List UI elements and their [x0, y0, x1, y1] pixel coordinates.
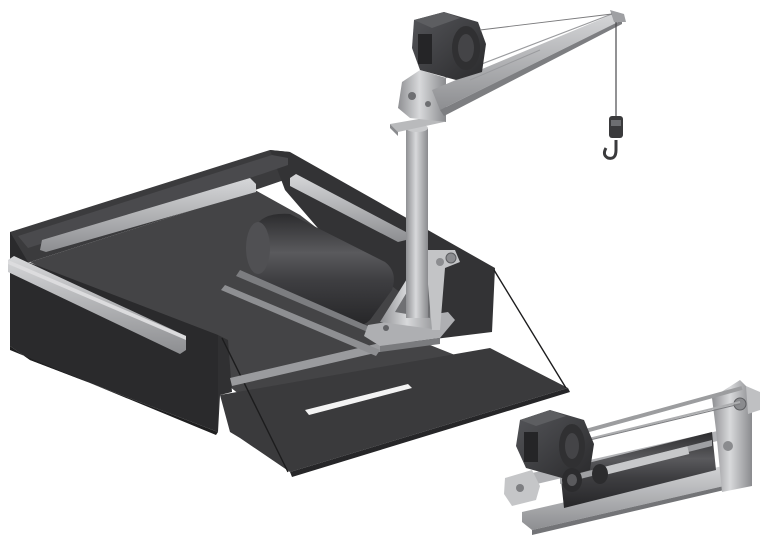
- ramp-cable-left: [221, 337, 289, 473]
- tray-back-rim: [18, 155, 288, 248]
- tray-ramp: [220, 348, 568, 472]
- folded-winch: [516, 410, 594, 478]
- tray-floor-rail-3: [236, 270, 395, 342]
- folded-spool: [562, 464, 608, 492]
- crane-base-bracket: [425, 250, 460, 330]
- folded-base-rail: [522, 462, 750, 530]
- crane-boom-tip: [610, 10, 626, 22]
- crane-mast: [406, 128, 428, 318]
- tray-inner-wall: [218, 335, 232, 432]
- hook-icon: [602, 116, 623, 160]
- mounted-crane: [364, 10, 626, 352]
- tray-front-face: [10, 346, 218, 435]
- crane-winch: [412, 12, 486, 80]
- tray-rail-back: [40, 178, 256, 252]
- ramp-slot: [305, 384, 412, 415]
- tray-ramp-edge: [290, 388, 570, 477]
- tray-hump: [246, 213, 394, 326]
- tray-rail-right: [290, 174, 406, 242]
- folded-crane: [504, 380, 760, 535]
- storage-tray: [8, 150, 570, 477]
- ramp-cable-right: [493, 269, 567, 389]
- tray-floor: [30, 190, 480, 395]
- crane-boom: [432, 12, 622, 110]
- crane-pivot-bracket: [398, 70, 446, 122]
- tray-floor-rail-2: [221, 285, 380, 356]
